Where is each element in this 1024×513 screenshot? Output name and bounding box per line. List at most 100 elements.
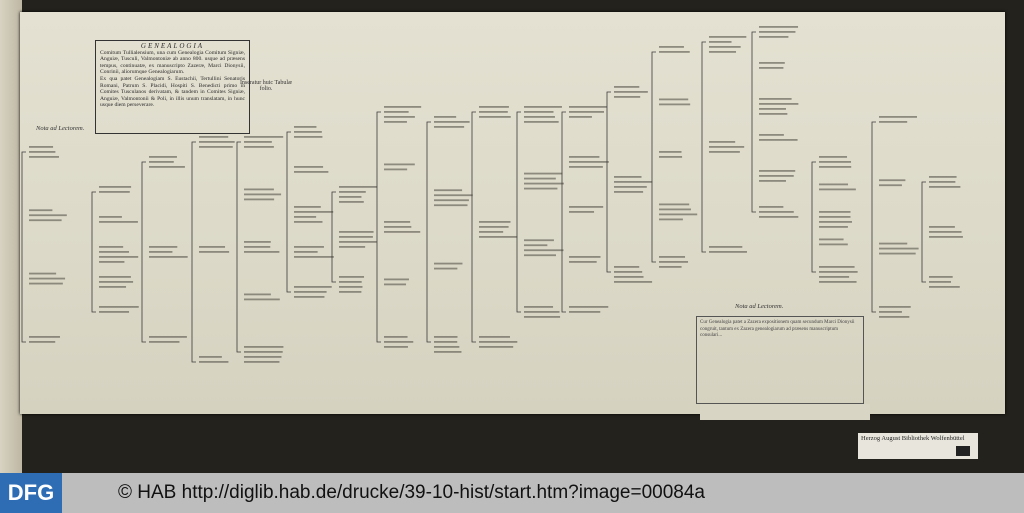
text-line [384,163,415,166]
bracket [236,141,241,353]
text-line [759,103,799,105]
text-line [384,346,408,348]
text-line [819,266,855,268]
bracket [286,131,291,293]
text-line [659,203,690,206]
text-line [614,96,641,98]
text-line [524,106,562,108]
text-line [929,226,955,228]
text-line [709,151,740,153]
dfg-logo: DFG [0,473,62,513]
text-line [759,98,792,100]
text-line [614,86,640,88]
text-line [294,216,317,218]
text-line [149,156,177,158]
text-line [524,187,558,190]
text-line [339,201,364,203]
text-line [479,221,511,223]
text-line [524,116,555,118]
text-line [199,136,229,138]
text-line [244,136,284,138]
text-line [569,206,604,208]
text-line [614,91,648,93]
text-line [99,251,129,253]
text-line [294,256,334,258]
text-line [819,226,848,228]
bracket [91,191,96,313]
copyright-link[interactable]: © HAB http://diglib.hab.de/drucke/39-10-… [118,482,705,503]
text-line [294,251,318,253]
text-line [879,252,916,255]
text-line [524,182,564,185]
text-line [929,281,952,283]
text-line [29,156,59,158]
text-line [479,226,509,228]
text-line [244,346,284,348]
text-line [294,291,327,293]
text-line [929,176,957,178]
text-line [524,249,564,252]
text-line [929,276,953,278]
text-line [659,156,683,158]
nota-left: Nota ad Lectorem. [36,125,85,132]
text-line [339,241,377,243]
text-line [759,206,784,208]
text-line [569,311,601,313]
text-line [199,141,235,143]
text-line [149,251,173,253]
text-line [199,146,233,148]
text-line [879,247,919,250]
nota-right: Nota ad Lectorem. [735,303,784,310]
text-line [709,51,737,53]
text-line [479,341,518,343]
text-line [819,243,848,246]
text-line [434,204,468,207]
text-line [244,361,280,363]
text-line [819,216,851,218]
text-line [149,341,180,343]
text-line [29,209,53,212]
text-line [759,108,786,110]
text-line [294,286,332,288]
text-line [244,146,274,148]
sheet-fold [700,404,870,420]
text-line [819,281,857,283]
text-line [99,221,138,223]
text-line [659,208,691,211]
text-line [819,183,849,186]
text-line [99,281,134,283]
text-line [819,238,844,241]
text-line [29,146,54,148]
text-line [759,134,784,136]
text-line [99,186,132,188]
text-line [434,126,465,128]
text-line [99,286,127,288]
text-line [879,316,910,318]
bracket [516,111,521,313]
text-line [294,131,322,133]
text-line [929,231,962,233]
text-line [819,161,852,163]
text-line [244,246,271,248]
text-line [384,111,409,113]
insert-note: Inseratur huic Tabulæ folio. [239,80,293,92]
text-line [569,166,603,168]
adjacent-page-edge [0,0,22,473]
text-line [384,231,421,233]
text-line [294,211,334,213]
text-line [819,221,852,223]
bracket [376,111,381,343]
document-title: GENEALOGIA [140,42,205,50]
text-line [929,286,960,288]
text-line [929,181,956,183]
text-line [479,106,509,108]
text-line [339,236,373,238]
text-line [569,106,607,108]
text-line [294,171,329,173]
title-box: GENEALOGIA Comitum Tullialensium, una cu… [95,40,250,134]
bracket [871,121,876,313]
text-line [659,266,682,268]
text-line [879,184,902,187]
text-line [759,26,799,28]
text-line [384,341,414,343]
